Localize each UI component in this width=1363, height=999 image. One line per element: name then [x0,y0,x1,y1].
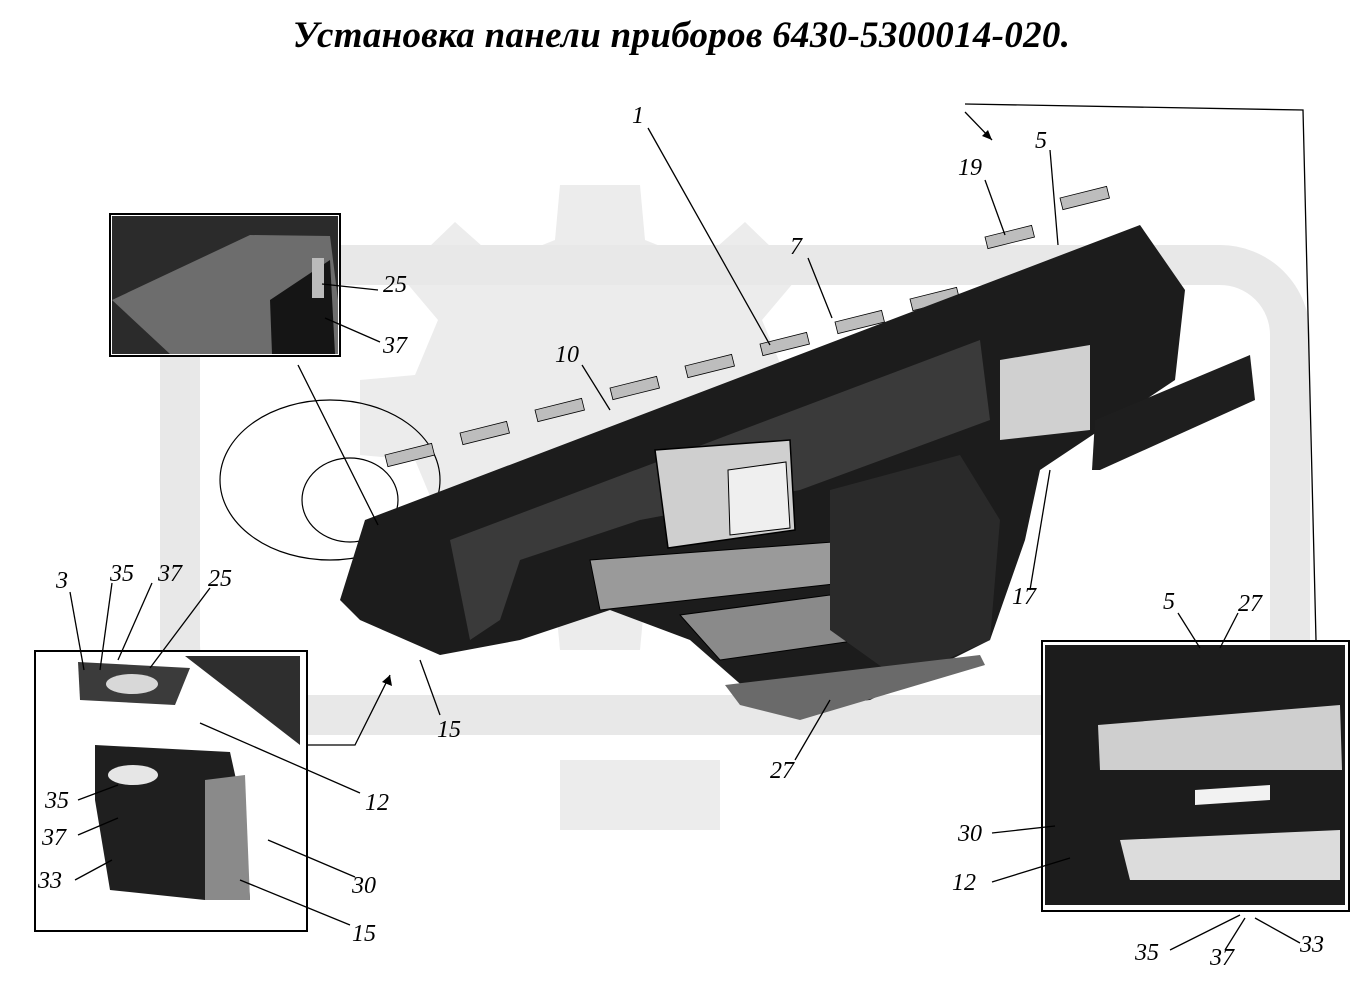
label-35-bl-top: 35 [109,561,134,587]
label-35-br: 35 [1134,940,1159,966]
label-25-bl-top: 25 [208,566,232,592]
label-37-br: 37 [1209,945,1235,971]
inset-top-left [109,213,341,357]
label-30-bl: 30 [351,873,376,899]
label-5: 5 [1035,128,1047,154]
label-33-bl: 33 [37,868,62,894]
label-37-bl-top: 37 [157,561,183,587]
label-25-top-inset: 25 [383,272,407,298]
label-3: 3 [55,568,68,594]
label-37-top-inset: 37 [382,333,408,359]
leader-lines [69,127,1301,951]
bracket-line [964,103,1317,641]
label-33-br: 33 [1299,932,1324,958]
label-27-br: 27 [1238,591,1263,617]
label-7: 7 [790,234,803,260]
dashboard-panel [340,225,1255,720]
label-27: 27 [770,758,795,784]
label-12-bl: 12 [365,790,389,816]
label-5-br: 5 [1163,589,1175,615]
detail-circle-small [301,457,399,543]
seal-strip [384,185,1110,468]
inset-bottom-right [1041,640,1350,912]
label-10: 10 [555,342,579,368]
inset-bottom-left [34,650,308,932]
label-37-bl: 37 [41,825,67,851]
label-19: 19 [958,155,982,181]
arrow-head-icon [982,130,992,140]
label-15: 15 [437,717,461,743]
label-30-br: 30 [957,821,982,847]
detail-circle-large [219,399,441,561]
label-17: 17 [1012,584,1037,610]
label-15-bl: 15 [352,921,376,947]
label-1: 1 [632,103,644,129]
label-12-br: 12 [952,870,976,896]
page-title: Установка панели приборов 6430-5300014-0… [292,15,1071,56]
label-35-bl: 35 [44,788,69,814]
